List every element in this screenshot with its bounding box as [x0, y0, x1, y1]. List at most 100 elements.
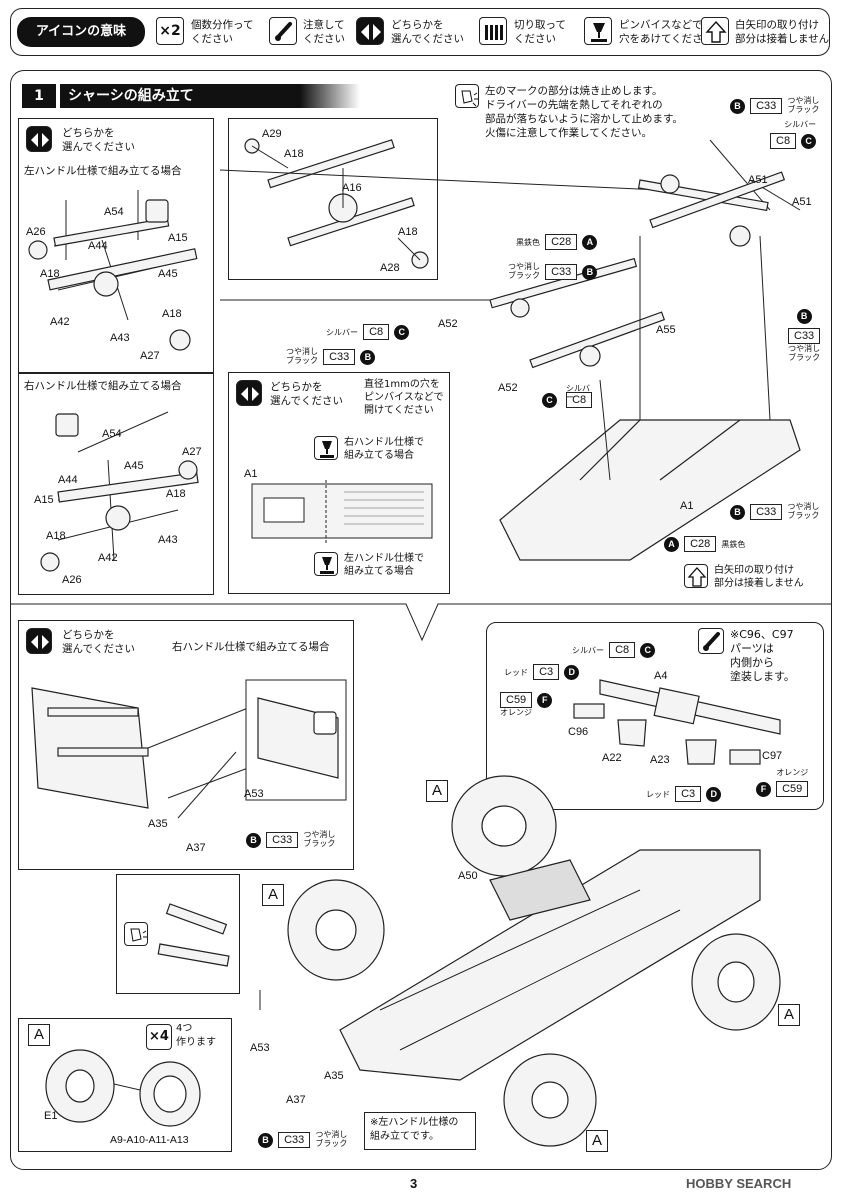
part-label-a29: A29: [262, 128, 282, 140]
arrow-note-box: [684, 564, 708, 588]
part-label-a52: A52: [438, 318, 458, 330]
part-label-a27b: A27: [182, 446, 202, 458]
part-label-wheel: A9-A10-A11-A13: [110, 1134, 189, 1146]
callout-b-c33-mid: つや消し ブラック C33 B: [508, 260, 598, 280]
paint-note: ※C96、C97 パーツは 内側から 塗装します。: [730, 628, 795, 683]
part-label-a22: A22: [602, 752, 622, 764]
part-label-a51b: A51: [792, 196, 812, 208]
arrow-note: 白矢印の取り付け 部分は接着しません: [714, 565, 804, 589]
part-label-a16: A16: [342, 182, 362, 194]
part-label-a44b: A44: [58, 474, 78, 486]
part-label-a52b: A52: [498, 382, 518, 394]
legend-item-arrow: [701, 17, 729, 45]
arrow-up-icon: [701, 17, 729, 45]
choose-text-3: どちらかを 選んでください: [62, 629, 135, 655]
legend-text-x2: 個数分作って ください: [191, 19, 254, 45]
callout-b-c33-left: つや消し ブラック C33 B: [286, 345, 376, 365]
part-label-a42: A42: [50, 316, 70, 328]
brush-icon: [269, 17, 297, 45]
part-label-a18: A18: [40, 268, 60, 280]
section-number: 1: [22, 84, 56, 108]
left-spec-note-box: [364, 1112, 476, 1150]
part-label-a54: A54: [104, 206, 124, 218]
lower-left-drawing: [31, 679, 347, 819]
main-chassis-drawing: [219, 139, 801, 561]
choice-icon-2: [236, 380, 262, 406]
part-label-a35: A35: [148, 818, 168, 830]
tire-count: 4つ 作ります: [176, 1023, 216, 1048]
pin-vise-icon: [314, 436, 338, 460]
right-handle-drawing: [40, 411, 199, 572]
choose-text-2: どちらかを 選んでください: [270, 381, 343, 407]
part-label-a15: A15: [168, 232, 188, 244]
axle-drawing: [244, 138, 429, 269]
pin-vise-icon: [584, 17, 612, 45]
marker-a-2: A: [262, 884, 284, 906]
part-label-a45b: A45: [124, 460, 144, 472]
legend-text-arrow: 白矢印の取り付け 部分は接着しません: [735, 19, 830, 45]
part-label-a43b: A43: [158, 534, 178, 546]
page-number: 3: [410, 1176, 418, 1191]
part-label-a45: A45: [158, 268, 178, 280]
chassis-hole-panel: [228, 372, 450, 594]
part-label-e1: E1: [44, 1110, 58, 1122]
callout-c-c8-lights: シルバー C8 C: [572, 638, 656, 658]
choose-text: どちらかを 選んでください: [62, 127, 135, 153]
part-label-a26: A26: [26, 226, 46, 238]
callout-a-c28-bottom: A C28 黒鉄色: [664, 532, 745, 552]
part-label-a18b: A18: [162, 308, 182, 320]
melt-icon: [455, 84, 479, 108]
part-label-c96: C96: [568, 726, 589, 738]
legend-text-pinvise: ピンバイスなどで 穴をあけてください: [619, 19, 714, 45]
left-handle-title: 左ハンドル仕様で組み立てる場合: [24, 165, 182, 177]
part-label-a44: A44: [88, 240, 108, 252]
callout-f-c59-left: C59 F オレンジ: [500, 688, 553, 717]
callout-a-c28-top: 黒鉄色 C28 A: [516, 230, 598, 250]
callout-b-c33-lower2: B C33 つや消し ブラック: [258, 1128, 347, 1148]
x4-icon: ×4: [146, 1024, 172, 1050]
watermark: HOBBY SEARCH: [686, 1176, 792, 1191]
part-label-a15b: A15: [34, 494, 54, 506]
part-label-a4: A4: [654, 670, 668, 682]
callout-d-c3-left: レッド C3 D: [504, 660, 580, 680]
left-handle-drawing: [28, 190, 198, 351]
legend-item-choice: [356, 17, 384, 45]
part-label-a18f: A18: [398, 226, 418, 238]
melt-icon-2: [124, 922, 148, 946]
part-label-a54b: A54: [102, 428, 122, 440]
part-label-a18d: A18: [46, 530, 66, 542]
marker-a-1: A: [426, 780, 448, 802]
callout-f-c59-right: オレンジ F C59: [756, 768, 809, 797]
callout-d-c3-right: レッド C3 D: [646, 782, 722, 802]
legend-item-pinvise: [584, 17, 612, 45]
part-label-a37b: A37: [286, 1094, 306, 1106]
left-spec-note: ※左ハンドル仕様の 組み立てです。: [370, 1117, 459, 1142]
part-label-a42b: A42: [98, 552, 118, 564]
legend-item-caution: [269, 17, 297, 45]
section-header: 1 シャーシの組み立て: [22, 84, 360, 108]
callout-b-c33-lower: B C33 つや消し ブラック: [246, 828, 335, 848]
tire-marker-a: A: [28, 1024, 50, 1046]
callout-b-c33-bottom: B C33 つや消し ブラック: [730, 500, 819, 520]
part-label-a55: A55: [656, 324, 676, 336]
callout-c-c8-mid: C シルバー C8: [542, 384, 593, 408]
part-label-a26b: A26: [62, 574, 82, 586]
part-label-a53: A53: [244, 788, 264, 800]
left-build-text: 左ハンドル仕様で 組み立てる場合: [344, 553, 424, 577]
choice-icon: [26, 126, 52, 152]
callout-c-c8-top: シルバー C8 C: [770, 120, 817, 149]
legend-text-cut: 切り取って ください: [514, 19, 566, 45]
legend-item-x2: ×2: [156, 17, 184, 45]
part-label-a18e: A18: [284, 148, 304, 160]
choice-icon-3: [26, 628, 52, 654]
callout-c-c8-left: シルバー C8 C: [326, 320, 410, 340]
choice-icon: [356, 17, 384, 45]
icon-legend-bar: アイコンの意味 ×2 個数分作って ください 注意して ください どちらかを 選…: [10, 8, 830, 56]
right-handle-title: 右ハンドル仕様で組み立てる場合: [24, 380, 182, 392]
right-handle-title-2: 右ハンドル仕様で組み立てる場合: [172, 641, 330, 653]
part-label-a27: A27: [140, 350, 160, 362]
marker-a-3: A: [778, 1004, 800, 1026]
callout-b-c33-right: B C33 つや消し ブラック: [788, 309, 821, 362]
part-label-a43: A43: [110, 332, 130, 344]
brush-icon-2: [698, 628, 724, 654]
